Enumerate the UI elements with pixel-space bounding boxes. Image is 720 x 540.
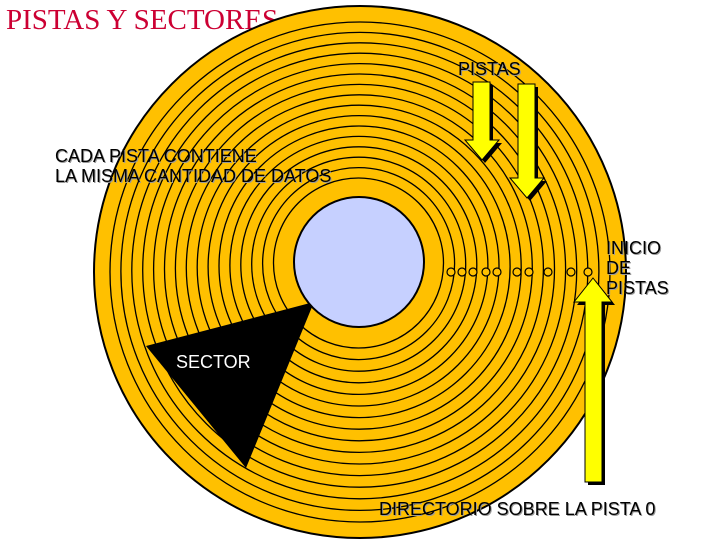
- track-ring: [261, 166, 456, 361]
- track-ring: [185, 94, 533, 442]
- tracks-note-line-1: CADA PISTA CONTIENE: [55, 146, 257, 166]
- track-start-marker: [446, 267, 456, 277]
- tracks-note-line-2: LA MISMA CANTIDAD DE DATOS: [55, 166, 332, 186]
- track-start-marker: [457, 267, 467, 277]
- sector-wedge: [146, 302, 314, 468]
- directory-label: DIRECTORIO SOBRE LA PISTA 0: [379, 499, 656, 519]
- disk-hub: [293, 196, 425, 328]
- track-ring: [142, 52, 578, 488]
- track-start-label: INICIO DE PISTAS: [606, 238, 669, 298]
- track-ring: [207, 114, 511, 419]
- track-ring: [240, 146, 478, 384]
- track-start-marker: [481, 267, 491, 277]
- track-start-marker: [512, 267, 522, 277]
- track-ring: [196, 104, 522, 430]
- track-start-marker: [583, 267, 593, 277]
- track-start-markers: [446, 267, 593, 277]
- sector-label: SECTOR: [176, 352, 251, 372]
- track-start-marker: [566, 267, 576, 277]
- track-ring: [272, 177, 445, 349]
- slide-title: PISTAS Y SECTORES: [6, 4, 279, 36]
- track-ring: [218, 125, 500, 407]
- track-start-line-3: PISTAS: [606, 278, 669, 298]
- track-ring: [152, 62, 567, 477]
- track-ring: [163, 73, 556, 465]
- track-start-marker: [524, 267, 534, 277]
- track-start-line-1: INICIO: [606, 238, 662, 258]
- pistas-label: PISTAS: [458, 59, 521, 79]
- track-start-marker: [468, 267, 478, 277]
- track-start-marker: [492, 267, 502, 277]
- track-ring: [251, 156, 467, 372]
- track-ring: [109, 21, 611, 523]
- track-ring: [174, 83, 545, 454]
- track-start-line-2: DE: [606, 258, 632, 278]
- disk-tracks: [109, 21, 611, 523]
- pistas-arrow-left: [463, 81, 502, 163]
- directorio-arrow: [572, 277, 615, 485]
- track-ring: [120, 31, 600, 512]
- track-start-marker: [543, 267, 553, 277]
- tracks-note: CADA PISTA CONTIENE LA MISMA CANTIDAD DE…: [55, 146, 331, 186]
- pistas-arrow-right: [508, 83, 547, 201]
- track-ring: [229, 135, 489, 396]
